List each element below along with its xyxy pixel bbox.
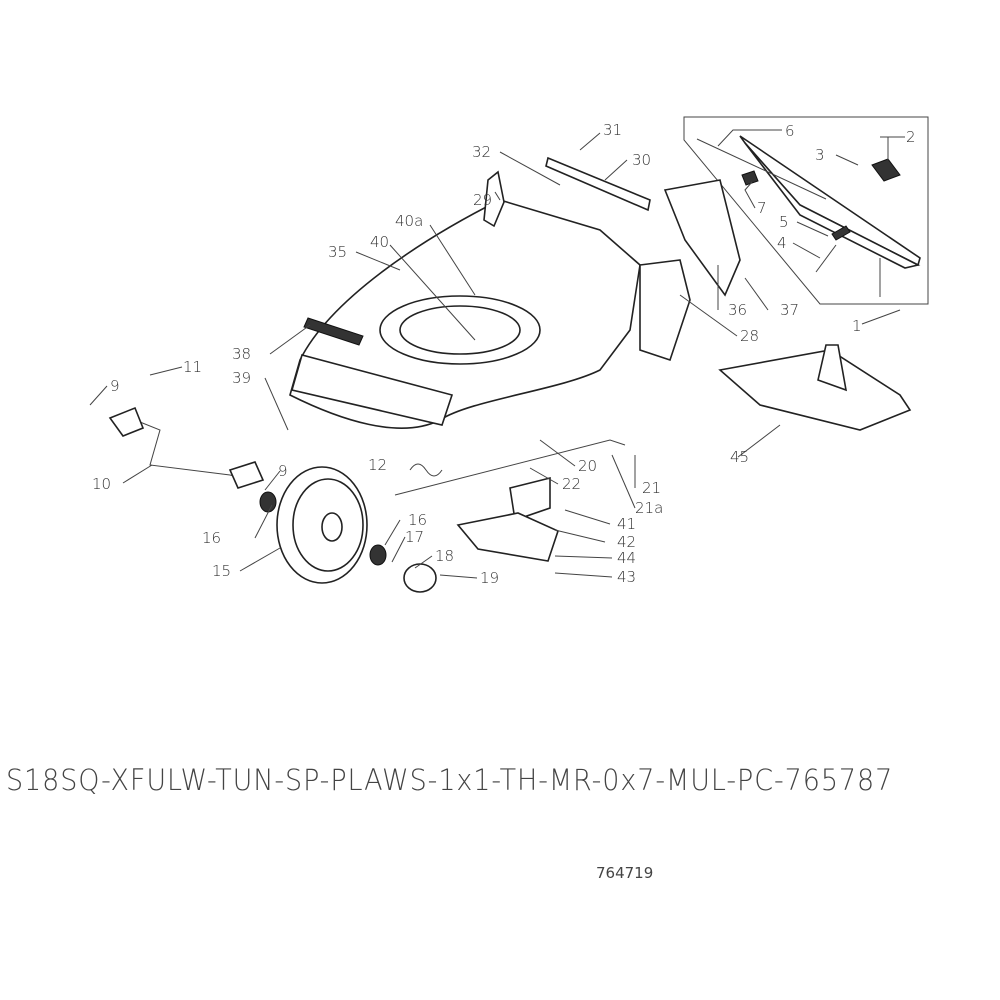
part-label: 1 (852, 317, 862, 335)
part-label: 31 (603, 121, 622, 139)
bracket-29 (483, 170, 505, 228)
part-label: 21a (635, 499, 663, 517)
part-label: 9 (110, 377, 120, 395)
part-label: 41 (617, 515, 636, 533)
part-label: 17 (405, 528, 424, 546)
wheel (259, 466, 437, 593)
part-label: 7 (757, 199, 767, 217)
grass-bag-frame (696, 135, 921, 273)
part-label: 43 (617, 568, 636, 586)
part-label: 40 (370, 233, 389, 251)
part-label: 35 (328, 243, 347, 261)
rear-flap (663, 179, 741, 297)
mower-deck (289, 199, 691, 429)
part-label: 15 (212, 562, 231, 580)
shield-41 (509, 476, 551, 522)
part-labels: 1 2 3 4 5 6 7 9 9 10 11 12 15 16 16 17 1… (92, 121, 916, 587)
part-label: 22 (562, 475, 581, 493)
part-label: 16 (202, 529, 221, 547)
part-label: 6 (785, 122, 795, 140)
rear-axle (394, 439, 626, 496)
part-label: 40a (395, 212, 423, 230)
part-label: 9 (278, 462, 288, 480)
part-label: 45 (730, 448, 749, 466)
part-label: 37 (780, 301, 799, 319)
part-label: 28 (740, 327, 759, 345)
part-label: 36 (728, 301, 747, 319)
leader-lines (89, 129, 905, 579)
part-label: 10 (92, 475, 111, 493)
part-label: 2 (906, 128, 916, 146)
part-label: 21 (642, 479, 661, 497)
part-label: 30 (632, 151, 651, 169)
model-code: S18SQ-XFULW-TUN-SP-PLAWS-1x1-TH-MR-0x7-M… (6, 763, 894, 797)
part-label: 16 (408, 511, 427, 529)
mulch-plug (718, 349, 912, 431)
part-label: 29 (473, 191, 492, 209)
grass-bag-frame-inset (683, 116, 929, 305)
part-label: 19 (480, 569, 499, 587)
part-label: 11 (183, 358, 202, 376)
part-label: 42 (617, 533, 636, 551)
part-label: 39 (232, 369, 251, 387)
rear-rail (545, 156, 651, 212)
part-label: 20 (578, 457, 597, 475)
part-label: 38 (232, 345, 251, 363)
part-label: 12 (368, 456, 387, 474)
shield-42 (456, 512, 559, 562)
part-label: 5 (779, 213, 789, 231)
part-label: 4 (777, 234, 787, 252)
document-number: 764719 (596, 864, 654, 882)
part-label: 3 (815, 146, 825, 164)
part-label: 32 (472, 143, 491, 161)
part-label: 18 (435, 547, 454, 565)
part-label: 44 (617, 549, 636, 567)
